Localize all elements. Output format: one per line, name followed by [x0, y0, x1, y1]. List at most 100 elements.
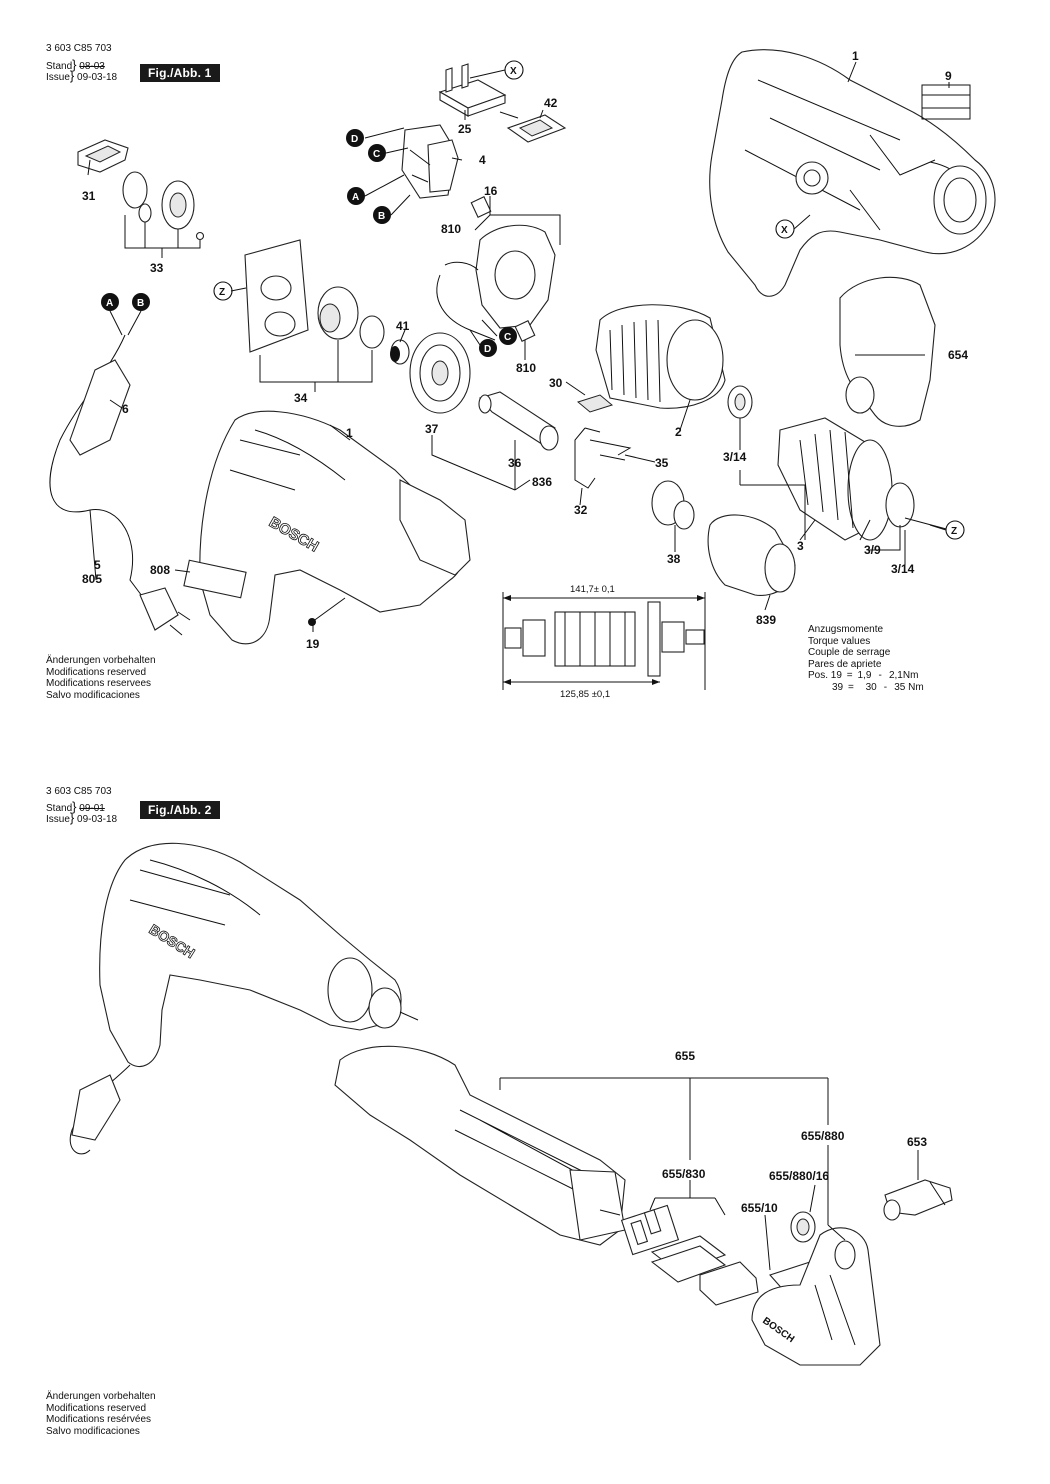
- fig2-issue-label: Issue: [46, 814, 70, 825]
- connector-a-top: [347, 187, 365, 205]
- fig2-stand-row: Stand} 09-01: [46, 799, 105, 814]
- callout-33: 33: [150, 261, 164, 275]
- dim-core-length: 125,85 ±0,1: [560, 689, 610, 700]
- dust-extraction-attachment-655: [334, 1045, 626, 1246]
- fig1-doc-number: 3 603 C85 703: [46, 43, 112, 54]
- callout-37: 37: [425, 422, 439, 436]
- fig1-stand-label: Stand: [46, 61, 73, 72]
- callout-36: 36: [508, 456, 522, 470]
- needle-bearing-41: [390, 339, 410, 365]
- callout-32: 32: [574, 503, 588, 517]
- callout-1-housing: 1: [346, 426, 353, 440]
- svg-text:C: C: [504, 332, 511, 343]
- assembled-drill: BOSCH: [69, 842, 419, 1155]
- svg-text:X: X: [510, 66, 517, 77]
- side-handle-654: [839, 276, 936, 427]
- contact-plate-42: [499, 111, 567, 143]
- fig1-issue-row: Issue} 09-03-18: [46, 68, 118, 83]
- callout-655-10: 655/10: [741, 1201, 778, 1215]
- callout-3-14-end: 3/14: [891, 562, 915, 576]
- callout-25: 25: [458, 122, 472, 136]
- switch-trigger-4: [401, 124, 459, 199]
- svg-text:B: B: [378, 211, 385, 222]
- connector-c-top: [368, 144, 386, 162]
- carbon-brush-810a: [470, 196, 492, 218]
- torque-row-39: 39 = 30 - 35 Nm: [832, 681, 924, 693]
- washer-655-880-16: [790, 1211, 816, 1243]
- drill-chuck-839: [707, 514, 796, 596]
- housing-half-right: [709, 49, 996, 297]
- fig2-doc-number: 3 603 C85 703: [46, 786, 112, 797]
- armature-3: [777, 417, 951, 541]
- callout-31: 31: [82, 189, 96, 203]
- callout-41: 41: [396, 319, 410, 333]
- callout-16: 16: [484, 184, 498, 198]
- callout-5: 5: [94, 558, 101, 572]
- screw-19: [308, 597, 346, 626]
- connector-d-holder: [479, 339, 497, 357]
- brush-holder-16: [436, 224, 556, 341]
- torque-values-table: Anzugsmomente Torque values Couple de se…: [808, 624, 924, 693]
- svg-text:Z: Z: [951, 526, 957, 537]
- spring-35: [589, 439, 632, 461]
- fig1-stand-value: 08-03: [79, 61, 105, 72]
- fig2-disclaimer: Änderungen vorbehalten Modifications res…: [46, 1391, 156, 1437]
- svg-text:B: B: [137, 298, 144, 309]
- callout-2: 2: [675, 425, 682, 439]
- leaders-fig1: [87, 61, 950, 632]
- fig2-stand-value: 09-01: [79, 803, 105, 814]
- callout-836: 836: [532, 475, 552, 489]
- fig2-issue-value: 09-03-18: [77, 814, 118, 825]
- fig1-issue-label: Issue: [46, 72, 70, 83]
- fig2-issue-row: Issue} 09-03-18: [46, 810, 118, 825]
- carbon-brush-810b: [514, 320, 536, 342]
- leaders-fig2: [499, 1077, 919, 1271]
- connector-b-top: [373, 206, 391, 224]
- callout-9: 9: [945, 69, 952, 83]
- callout-655: 655: [675, 1049, 695, 1063]
- filter-set-655-830: [620, 1204, 759, 1306]
- clip-653: [883, 1179, 953, 1221]
- callout-6: 6: [122, 402, 129, 416]
- bearing-34: [259, 286, 385, 392]
- fig1-stand-row: Stand} 08-03: [46, 57, 105, 72]
- connector-d-top: [346, 129, 364, 147]
- callout-655-880: 655/880: [801, 1129, 845, 1143]
- callout-655-830: 655/830: [662, 1167, 706, 1181]
- svg-text:A: A: [106, 298, 113, 309]
- callout-34: 34: [294, 391, 308, 405]
- connector-c-holder: [499, 327, 517, 345]
- parts-group-33: [122, 171, 205, 258]
- callout-38: 38: [667, 552, 681, 566]
- callout-35: 35: [655, 456, 669, 470]
- switch-bracket-25: [438, 63, 507, 117]
- callout-30: 30: [549, 376, 563, 390]
- dust-cap-655-880: BOSCH: [751, 1227, 881, 1366]
- ball-bearing-3-14: [727, 385, 753, 419]
- callout-839: 839: [756, 613, 776, 627]
- callout-805: 805: [82, 572, 102, 586]
- fig1-disclaimer: Änderungen vorbehalten Modifications res…: [46, 655, 156, 701]
- power-cable-5: [49, 334, 191, 636]
- svg-text:D: D: [484, 344, 491, 355]
- callout-3: 3: [797, 539, 804, 553]
- callout-3-9: 3/9: [864, 543, 881, 557]
- spindle-36: [478, 391, 559, 451]
- connector-markers-fig1: X D C A B X Z A B C D Z: [101, 60, 965, 540]
- speed-knob-31: [77, 139, 129, 173]
- svg-text:D: D: [351, 134, 358, 145]
- connector-b-cable: [132, 293, 150, 311]
- field-stator-2: [595, 304, 726, 409]
- fig2-stand-label: Stand: [46, 803, 73, 814]
- cable-clamp-30: [576, 394, 614, 413]
- svg-text:X: X: [781, 225, 788, 236]
- callout-653: 653: [907, 1135, 927, 1149]
- callout-labels-fig1: 1 9 42 25 4 16 810 31 33 41 810 654 34 6…: [82, 49, 968, 651]
- torque-row-19: Pos. 19 = 1,9 - 2,1Nm: [808, 670, 919, 681]
- fig1-title-badge: Fig./Abb. 1: [140, 64, 220, 82]
- clamp-32: [574, 427, 601, 489]
- callout-4: 4: [479, 153, 486, 167]
- connector-a-cable: [101, 293, 119, 311]
- callout-808: 808: [150, 563, 170, 577]
